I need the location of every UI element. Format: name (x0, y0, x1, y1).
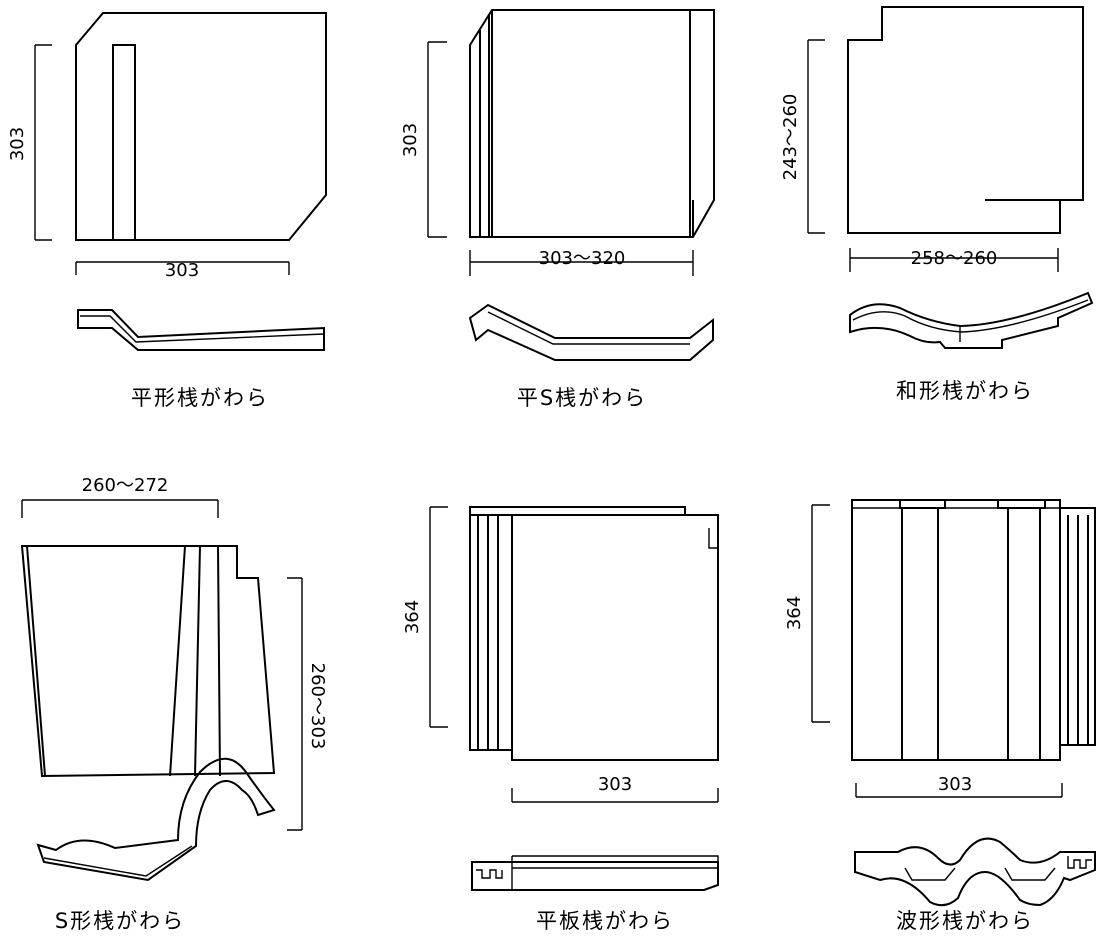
width-dimension-label: 303 (165, 260, 199, 281)
tile-hiraita: 364 303 平板桟がわら (402, 506, 719, 933)
height-dimension-label: 303 (7, 127, 28, 161)
width-dimension-label: 258～260 (911, 248, 998, 269)
height-dimension: 364 (402, 506, 448, 728)
tile-hiraita-plan (469, 506, 719, 761)
tile-wakei-section (849, 291, 1094, 349)
height-dimension-label: 260～303 (307, 663, 328, 750)
width-dimension: 303 (75, 260, 290, 281)
height-dimension: 303 (7, 44, 52, 241)
tile-hirakei-section (77, 309, 325, 351)
height-dimension: 364 (784, 504, 830, 723)
caption: 平板桟がわら (536, 909, 674, 933)
tile-wakei-plan (847, 6, 1084, 234)
height-dimension: 243～260 (780, 39, 825, 234)
tile-namigata-section (854, 837, 1096, 907)
tile-s-kei-section (36, 757, 276, 882)
width-dimension-label: 303～320 (539, 248, 626, 269)
width-dimension: 303 (511, 774, 719, 803)
tile-namigata: 364 303 波形桟がわら (784, 499, 1096, 933)
height-dimension: 303 (400, 41, 447, 238)
tile-hiraita-section (471, 855, 719, 891)
width-dimension: 258～260 (849, 248, 1059, 272)
height-dimension: 260～303 (287, 577, 328, 831)
tile-hira-s: 303 303～320 平S桟がわら (400, 9, 715, 410)
tile-hirakei: 303 303 平形桟がわら (7, 12, 327, 410)
width-dimension-label: 303 (598, 774, 632, 795)
height-dimension-label: 243～260 (780, 94, 801, 181)
width-dimension-label: 260～272 (82, 475, 169, 496)
caption: S形桟がわら (55, 909, 185, 933)
width-dimension: 303～320 (469, 248, 694, 276)
tile-s-kei-plan (20, 545, 276, 778)
caption: 和形桟がわら (896, 379, 1034, 403)
tile-wakei: 243～260 258～260 和形桟がわら (780, 6, 1094, 403)
width-dimension: 260～272 (21, 475, 219, 518)
width-dimension: 303 (855, 774, 1063, 798)
caption: 波形桟がわら (896, 909, 1034, 933)
tile-hira-s-section (468, 303, 714, 361)
tile-namigata-plan (851, 499, 1096, 761)
height-dimension-label: 364 (402, 600, 423, 634)
height-dimension-label: 303 (400, 123, 421, 157)
caption: 平S桟がわら (517, 386, 647, 410)
height-dimension-label: 364 (784, 596, 805, 630)
width-dimension-label: 303 (938, 774, 972, 795)
caption: 平形桟がわら (131, 386, 269, 410)
tile-hirakei-plan (75, 12, 327, 241)
tile-hira-s-plan (469, 9, 715, 238)
tile-s-kei: 260～272 260～303 S形桟がわら (20, 475, 328, 933)
